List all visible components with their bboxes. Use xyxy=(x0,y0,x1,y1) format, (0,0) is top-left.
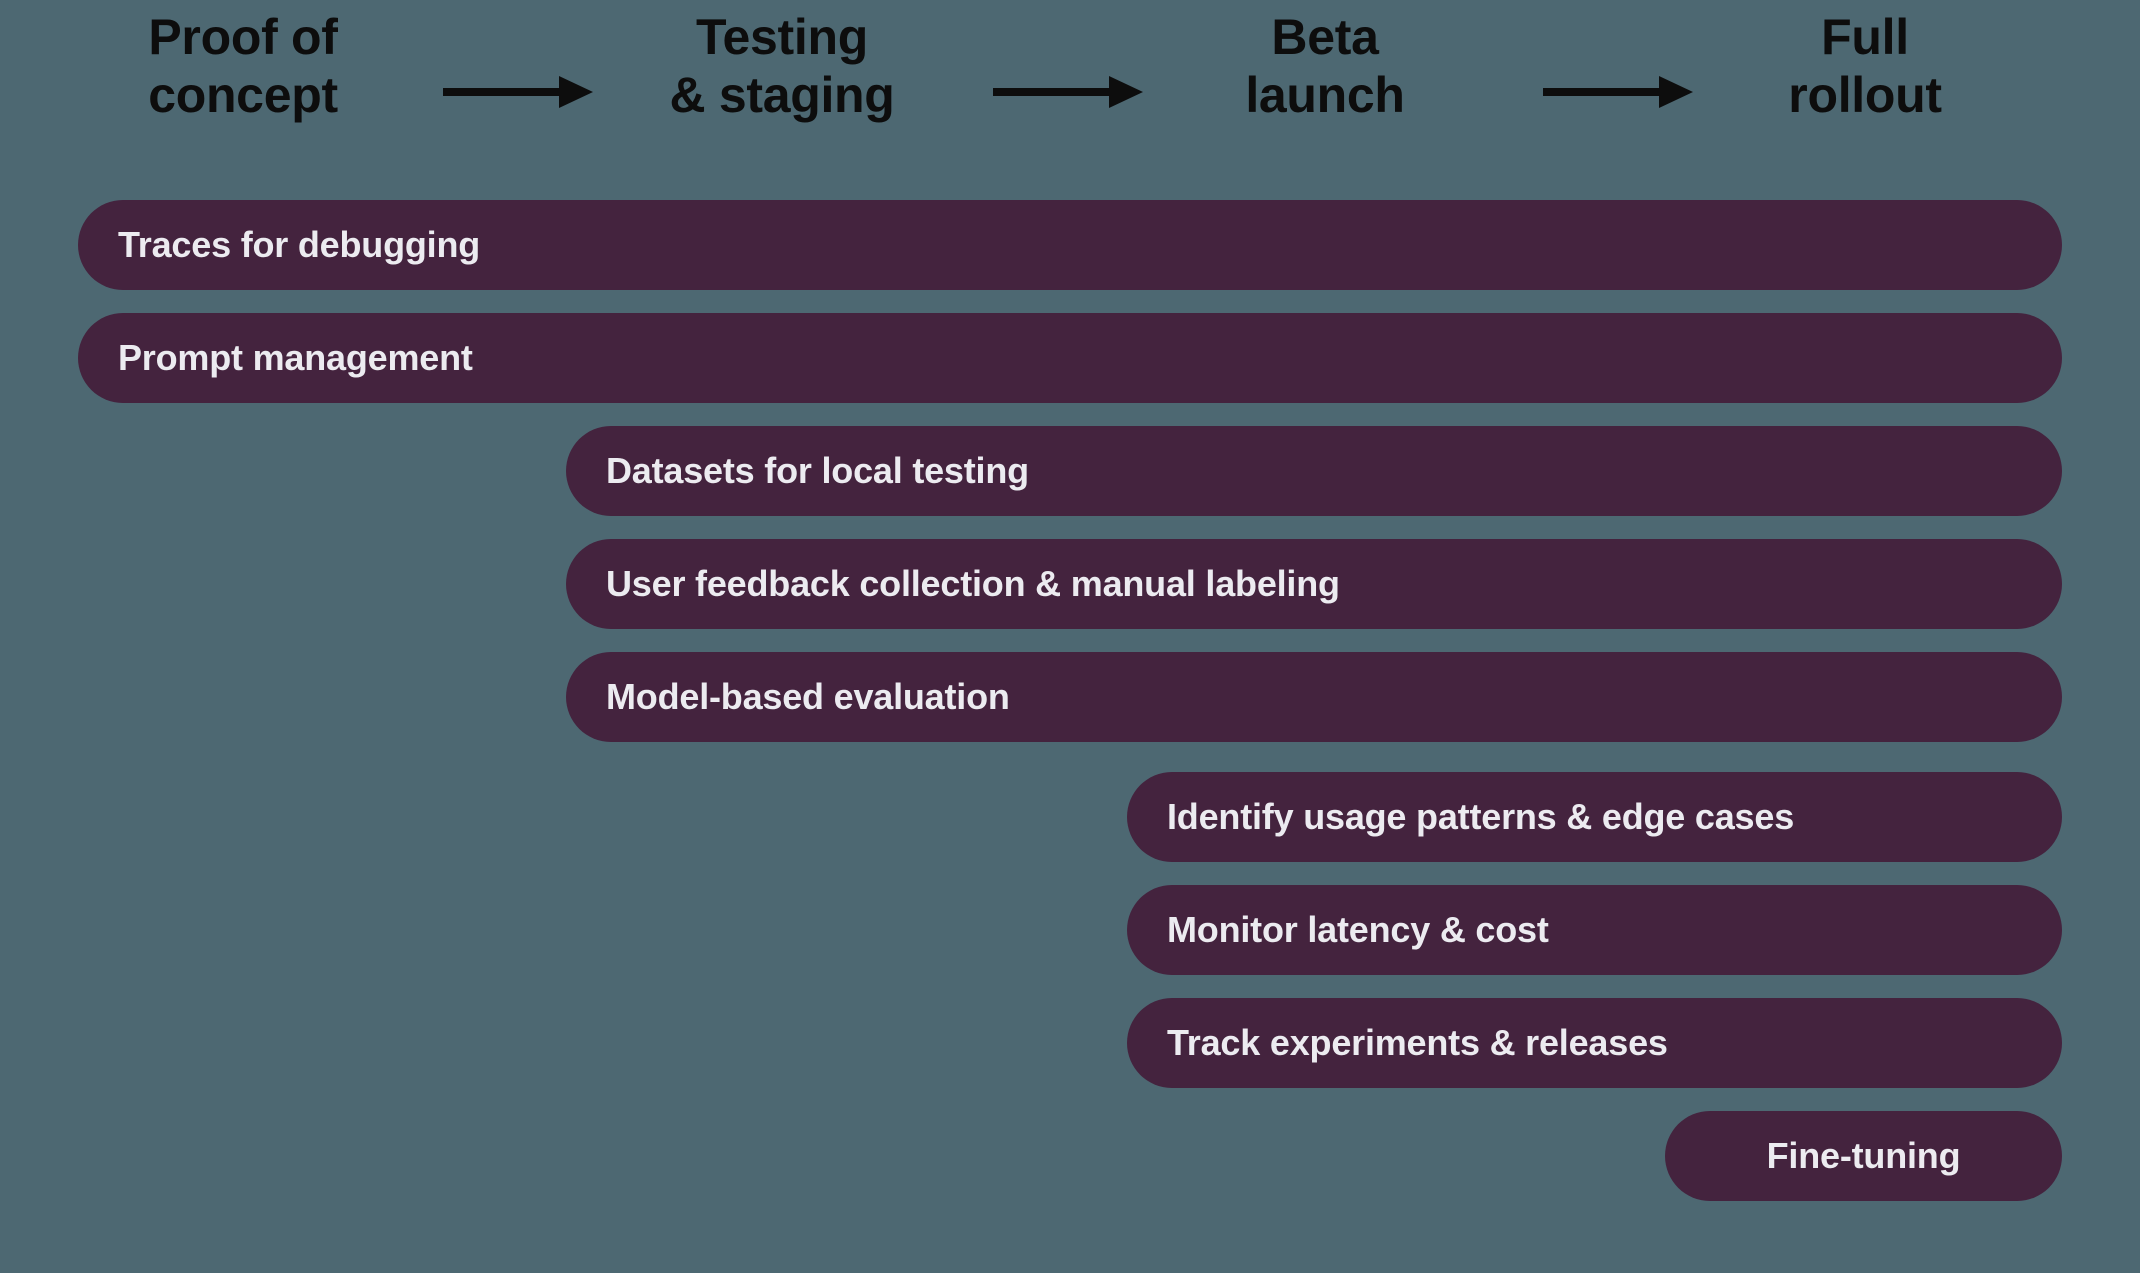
capability-bar-label: Monitor latency & cost xyxy=(1167,909,1549,950)
phase-header-row: Proof of concept Testing & staging Beta la… xyxy=(0,0,2140,170)
phase-label-full-rollout: Full rollout xyxy=(1788,9,1942,123)
capability-bar-label: User feedback collection & manual labeli… xyxy=(606,563,1340,604)
capability-bar-label: Datasets for local testing xyxy=(606,450,1029,491)
capability-bar-prompt-management[interactable]: Prompt management xyxy=(78,313,2062,403)
capability-bar-label: Fine-tuning xyxy=(1766,1135,1961,1176)
arrow-3-icon xyxy=(1541,72,1693,112)
capability-bar-datasets-for-local-testing[interactable]: Datasets for local testing xyxy=(566,426,2062,516)
capability-bar-fine-tuning[interactable]: Fine-tuning xyxy=(1665,1111,2062,1201)
capability-bar-identify-usage-patterns[interactable]: Identify usage patterns & edge cases xyxy=(1127,772,2062,862)
capability-bar-user-feedback-collection[interactable]: User feedback collection & manual labeli… xyxy=(566,539,2062,629)
arrow-2-icon xyxy=(991,72,1143,112)
phase-label-proof-of-concept: Proof of concept xyxy=(148,9,338,123)
capability-bar-label: Model-based evaluation xyxy=(606,676,1010,717)
phase-label-testing-staging: Testing & staging xyxy=(669,9,895,123)
capability-bar-traces-for-debugging[interactable]: Traces for debugging xyxy=(78,200,2062,290)
phase-label-beta-launch: Beta launch xyxy=(1245,9,1405,123)
capability-bar-label: Identify usage patterns & edge cases xyxy=(1167,796,1795,837)
capability-bar-track-experiments-releases[interactable]: Track experiments & releases xyxy=(1127,998,2062,1088)
capability-bar-label: Prompt management xyxy=(118,337,473,378)
capability-bar-model-based-evaluation[interactable]: Model-based evaluation xyxy=(566,652,2062,742)
capability-bar-label: Track experiments & releases xyxy=(1167,1022,1668,1063)
capability-bar-monitor-latency-cost[interactable]: Monitor latency & cost xyxy=(1127,885,2062,975)
arrow-1-icon xyxy=(441,72,593,112)
capability-bar-label: Traces for debugging xyxy=(118,224,481,265)
